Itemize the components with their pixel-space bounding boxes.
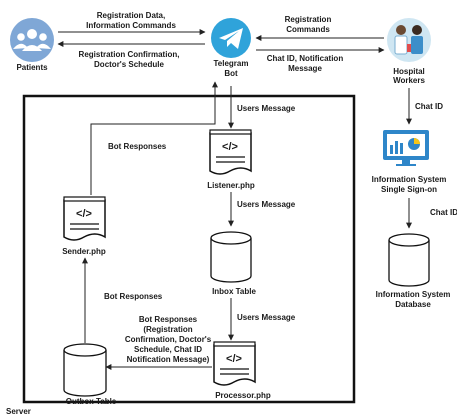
telegram-bot-label-line2: Bot: [224, 69, 238, 78]
edge-bot-responses-1: Bot Responses: [108, 142, 167, 151]
svg-text:</>: </>: [222, 141, 238, 153]
edge-chat-id-notification-line2: Message: [288, 64, 322, 73]
server-label: Server: [6, 407, 31, 416]
sender-php-icon: </>: [63, 196, 106, 241]
edge-chat-id-1: Chat ID: [415, 102, 443, 111]
edge-bot-responses-detail-line3: Confirmation, Doctor's: [125, 335, 212, 344]
edge-registration-confirmation-line1: Registration Confirmation,: [79, 50, 180, 59]
svg-text:</>: </>: [226, 353, 242, 365]
outbox-table-label: Outbox Table: [66, 397, 117, 406]
patients-icon: [10, 18, 54, 62]
edge-bot-responses-2: Bot Responses: [104, 292, 163, 301]
svg-text:</>: </>: [76, 208, 92, 220]
edge-bot-responses-detail-line2: (Registration: [143, 325, 192, 334]
hospital-workers-label-line1: Hospital: [393, 67, 425, 76]
edge-users-message-3: Users Message: [237, 313, 296, 322]
hospital-workers-icon: [387, 18, 431, 62]
info-system-database-icon: [388, 233, 430, 287]
info-system-db-label-line2: Database: [395, 300, 431, 309]
dashboard-monitor-icon: [383, 130, 429, 166]
inbox-table-icon: [210, 231, 252, 283]
server-boundary: [22, 94, 356, 404]
processor-label: Processor.php: [215, 391, 271, 400]
processor-php-icon: </>: [213, 341, 256, 386]
telegram-bot-label-line1: Telegram: [214, 59, 249, 68]
inbox-table-label: Inbox Table: [212, 287, 256, 296]
edge-registration-data-line2: Information Commands: [86, 21, 176, 30]
arrow-sender-to-bot: [90, 81, 218, 195]
edge-registration-data-line1: Registration Data,: [97, 11, 165, 20]
edge-chat-id-notification-line1: Chat ID, Notification: [267, 54, 344, 63]
patients-label: Patients: [16, 63, 48, 72]
edge-chat-id-2: Chat ID: [430, 208, 457, 217]
info-system-db-label-line1: Information System: [376, 290, 451, 299]
edge-bot-responses-detail-line1: Bot Responses: [139, 315, 198, 324]
edge-bot-responses-detail-line5: Notification Message): [127, 355, 210, 364]
listener-label: Listener.php: [207, 181, 255, 190]
edge-users-message-1: Users Message: [237, 104, 296, 113]
edge-registration-confirmation-line2: Doctor's Schedule: [94, 60, 164, 69]
telegram-icon: [211, 18, 251, 58]
edge-bot-responses-detail-line4: Schedule, Chat ID: [134, 345, 202, 354]
edge-users-message-2: Users Message: [237, 200, 296, 209]
outbox-table-icon: [63, 343, 107, 397]
sender-label: Sender.php: [62, 247, 106, 256]
info-system-sso-label-line2: Single Sign-on: [381, 185, 437, 194]
listener-php-icon: </>: [209, 129, 252, 175]
info-system-sso-label-line1: Information System: [372, 175, 447, 184]
hospital-workers-label-line2: Workers: [393, 76, 425, 85]
edge-registration-commands-line1: Registration: [285, 15, 332, 24]
edge-registration-commands-line2: Commands: [286, 25, 330, 34]
